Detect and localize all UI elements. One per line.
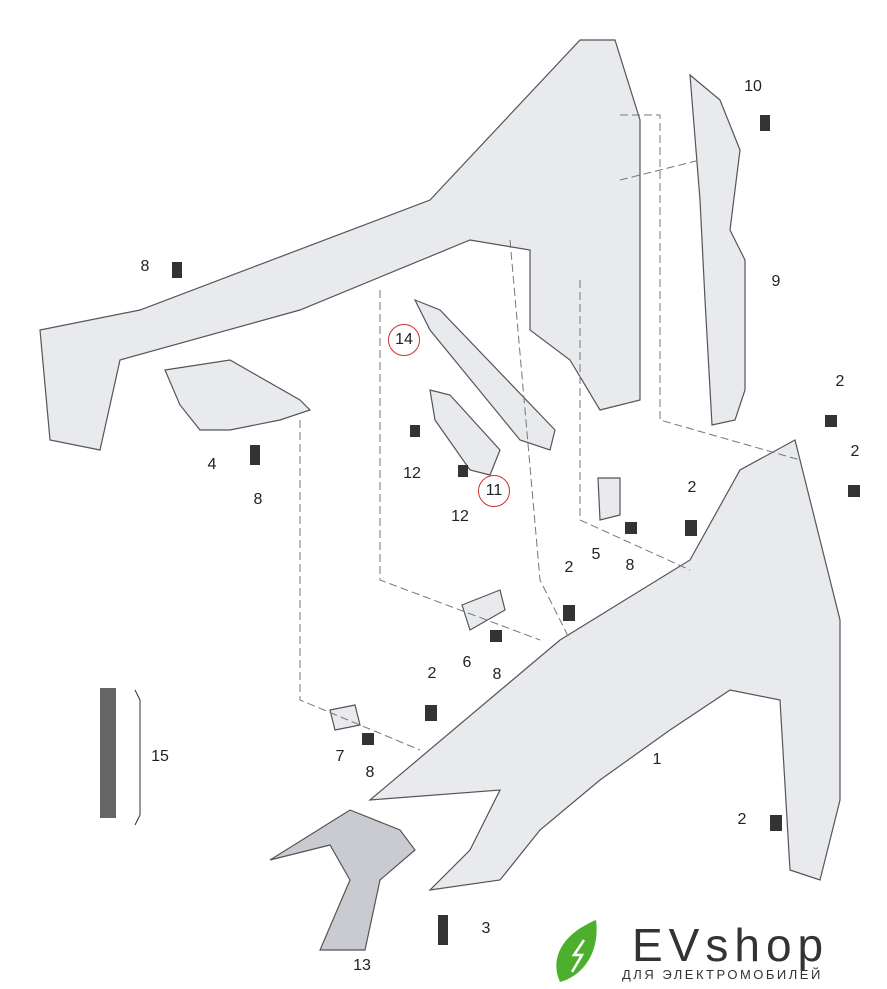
callout-2: 2 <box>687 479 697 496</box>
leader-line <box>379 290 541 641</box>
bolt-2 <box>425 705 437 721</box>
lightning-bolt-icon <box>570 939 586 973</box>
callout-13: 13 <box>353 957 371 974</box>
bolts <box>100 115 860 945</box>
bolt-2 <box>685 520 697 536</box>
leader-line <box>579 280 691 571</box>
callout-14-highlighted: 14 <box>388 324 420 356</box>
callout-7: 7 <box>335 748 345 765</box>
callout-8: 8 <box>492 666 502 683</box>
logo-name: EVshop <box>632 919 830 971</box>
callout-11-highlighted: 11 <box>478 475 510 507</box>
callout-5: 5 <box>591 546 601 563</box>
part-9-seal-strip <box>689 73 746 426</box>
callout-1: 1 <box>652 751 662 768</box>
callout-12: 12 <box>451 508 469 525</box>
bolt-8 <box>362 733 374 745</box>
bolt-2 <box>563 605 575 621</box>
callout-2: 2 <box>850 443 860 460</box>
bolt-8 <box>490 630 502 642</box>
part-15-fastener-set <box>100 688 116 818</box>
part-14-bracket <box>413 298 556 451</box>
callout-2: 2 <box>564 559 574 576</box>
callout-2: 2 <box>737 811 747 828</box>
bolt-3 <box>438 915 448 945</box>
callout-4: 4 <box>207 456 217 473</box>
callout-9: 9 <box>771 273 781 290</box>
callout-8: 8 <box>253 491 263 508</box>
callout-12: 12 <box>403 465 421 482</box>
callout-8: 8 <box>625 557 635 574</box>
bolt-2 <box>825 415 837 427</box>
bolt-2 <box>770 815 782 831</box>
callout-6: 6 <box>462 654 472 671</box>
bolt-12 <box>410 425 420 437</box>
bolt-8 <box>250 445 260 465</box>
bolt-8 <box>172 262 182 278</box>
callout-3: 3 <box>481 920 491 937</box>
callout-2: 2 <box>835 373 845 390</box>
part-6-clip <box>461 589 506 631</box>
part-13-liner <box>269 809 416 951</box>
bolt-10 <box>760 115 770 131</box>
callout-10: 10 <box>744 78 762 95</box>
part-4-bracket <box>164 359 312 431</box>
logo-tagline: ДЛЯ ЭЛЕКТРОМОБИЛЕЙ <box>622 967 823 982</box>
bolt-8 <box>625 522 637 534</box>
bolt-12 <box>458 465 468 477</box>
leader-line <box>619 159 701 181</box>
part-15-bracket-line <box>134 689 141 826</box>
leader-line <box>620 114 801 461</box>
callout-8: 8 <box>365 764 375 781</box>
part-1-fender <box>368 439 841 891</box>
part-7-clip <box>329 704 361 731</box>
callout-15: 15 <box>151 748 169 765</box>
bolt-2 <box>848 485 860 497</box>
part-5-clip <box>597 477 621 521</box>
assembly-leader-lines <box>299 114 801 751</box>
callout-2: 2 <box>427 665 437 682</box>
leader-line <box>299 420 421 751</box>
leader-line <box>509 239 571 641</box>
front-frame-rail <box>39 39 641 451</box>
evshop-leaf-logo-icon <box>556 920 597 982</box>
callout-8: 8 <box>140 258 150 275</box>
